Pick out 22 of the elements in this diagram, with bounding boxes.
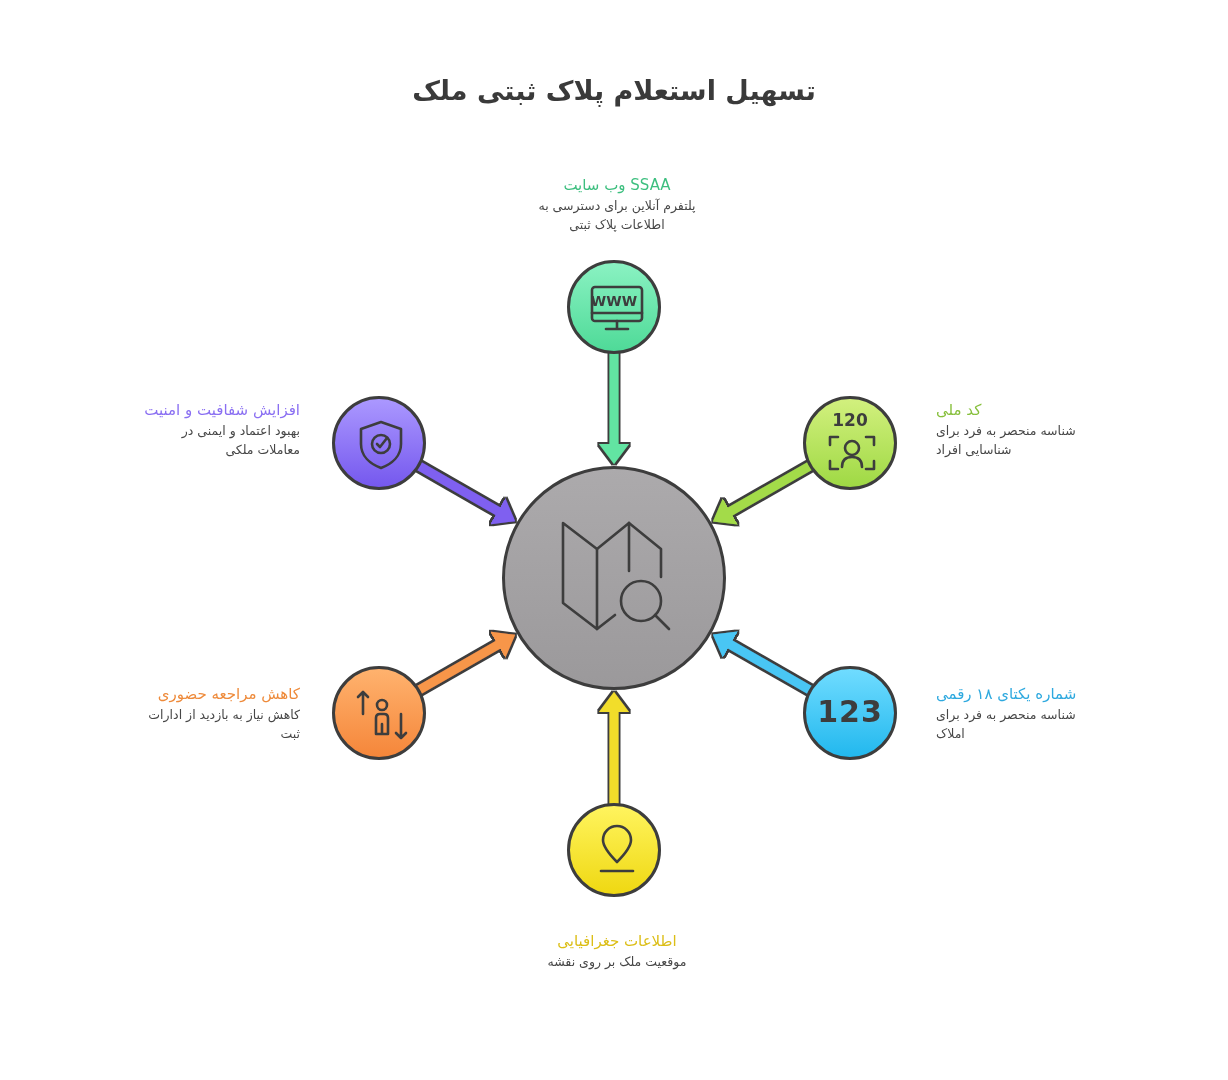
item-description: بهبود اعتماد و ایمنی در معاملات ملکی bbox=[180, 422, 300, 459]
arrow bbox=[415, 631, 516, 695]
arrow bbox=[712, 631, 814, 695]
item-description: شناسه منحصر به فرد برای شناسایی افراد bbox=[936, 422, 1077, 459]
arrow bbox=[712, 461, 814, 525]
item-title: افزایش شفافیت و امنیت bbox=[144, 400, 300, 421]
icon-label: 120 bbox=[832, 412, 868, 429]
arrow bbox=[415, 461, 516, 525]
item-title: کد ملی bbox=[936, 400, 982, 421]
item-title: کاهش مراجعه حضوری bbox=[157, 684, 300, 705]
item-title: شماره یکتای ۱۸ رقمی bbox=[936, 684, 1077, 705]
item-title: اطلاعات جغرافیایی bbox=[557, 931, 677, 952]
item-description: پلتفرم آنلاین برای دسترسی به اطلاعات پلاک ثبتی bbox=[537, 197, 697, 234]
item-description: موقعیت ملک بر روی نقشه bbox=[547, 953, 687, 971]
item-description: شناسه منحصر به فرد برای املاک bbox=[936, 706, 1077, 743]
diagram-title: تسهیل استعلام پلاک ثبتی ملک bbox=[412, 74, 816, 109]
arrow bbox=[599, 352, 629, 464]
item-title: وب سایت SSAA bbox=[563, 175, 671, 196]
item-description: کاهش نیاز به بازدید از ادارات ثبت bbox=[147, 706, 300, 743]
icon-label: 123 bbox=[817, 697, 883, 727]
arrow bbox=[599, 692, 629, 805]
icon-label: WWW bbox=[590, 294, 638, 308]
